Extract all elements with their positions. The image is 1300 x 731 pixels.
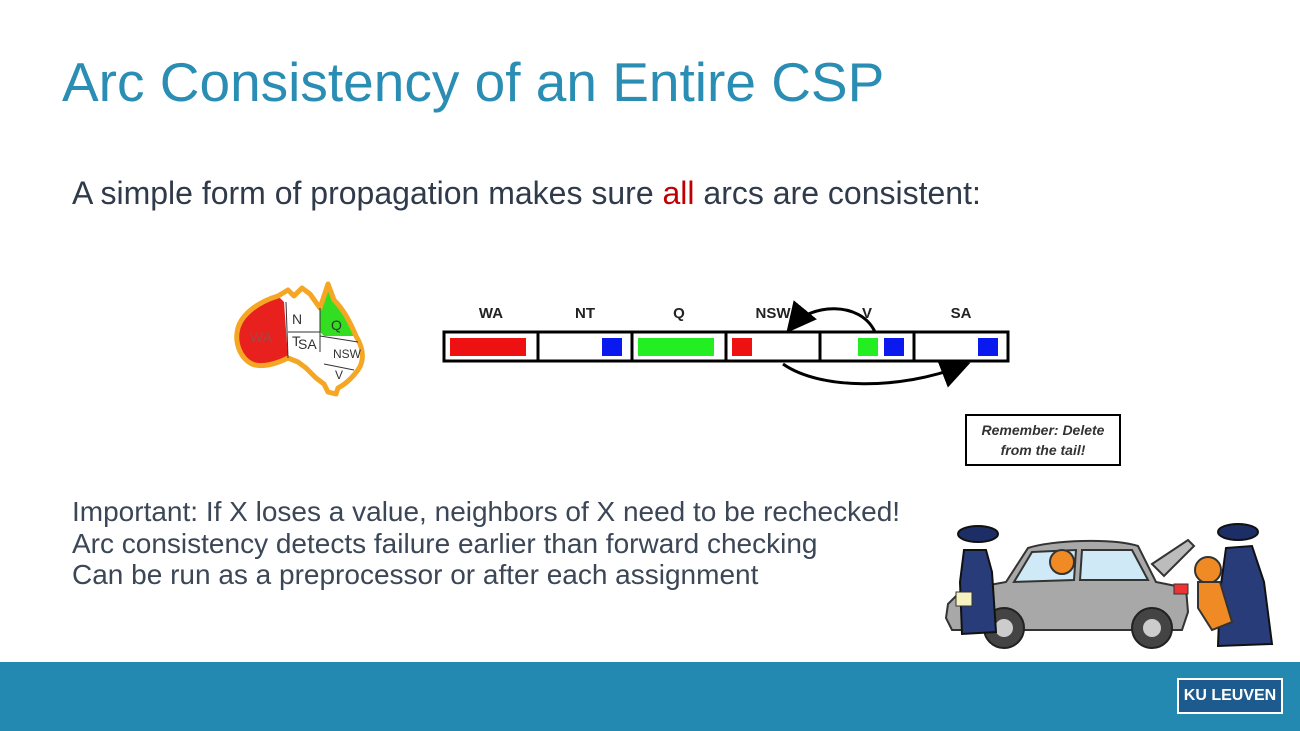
domain-header-sa: SA bbox=[951, 305, 972, 322]
intro-text: A simple form of propagation makes sure … bbox=[72, 175, 981, 212]
police-robot-right bbox=[1216, 544, 1274, 648]
map-label-wa: WA bbox=[250, 329, 273, 345]
car-hood bbox=[1150, 538, 1196, 578]
captured-robot-head bbox=[1194, 556, 1222, 584]
domain-value-red bbox=[732, 338, 752, 356]
arc-v-to-nsw bbox=[786, 300, 877, 333]
intro-before: A simple form of propagation makes sure bbox=[72, 175, 663, 211]
domain-header-wa: WA bbox=[479, 305, 503, 322]
car-window bbox=[1078, 549, 1150, 581]
footer-bar bbox=[0, 662, 1300, 731]
remember-line-1: Remember: Delete bbox=[981, 422, 1105, 438]
domain-value-blue bbox=[884, 338, 904, 356]
bullet-item: Important: If X loses a value, neighbors… bbox=[72, 496, 901, 527]
police-cap-right bbox=[1217, 523, 1259, 541]
remember-note: Remember: Delete from the tail! bbox=[965, 414, 1121, 466]
ku-leuven-logo: KU LEUVEN bbox=[1177, 678, 1283, 714]
robot-police-car-illustration bbox=[944, 523, 1274, 649]
driver-robot-head bbox=[1049, 549, 1075, 575]
captured-robot-body bbox=[1197, 581, 1234, 632]
domain-value-green bbox=[638, 338, 714, 356]
domain-value-blue bbox=[602, 338, 622, 356]
map-label-nt-b: T bbox=[292, 333, 301, 349]
police-robot-left bbox=[958, 549, 998, 636]
slide-title: Arc Consistency of an Entire CSP bbox=[62, 51, 885, 113]
bullet-item: Arc consistency detects failure earlier … bbox=[72, 527, 818, 559]
intro-highlight: all bbox=[662, 175, 695, 211]
notepad-icon bbox=[955, 591, 973, 607]
map-label-nt-a: N bbox=[292, 311, 302, 327]
domain-header-q: Q bbox=[673, 305, 685, 322]
map-label-sa: SA bbox=[298, 336, 317, 352]
map-q-region bbox=[320, 284, 356, 336]
domain-table: WA NT Q NSW V SA bbox=[442, 300, 1010, 388]
car-wheel-hub bbox=[995, 619, 1013, 637]
domain-value-green bbox=[858, 338, 878, 356]
bullet-list: Important: If X loses a value, neighbors… bbox=[72, 496, 900, 591]
map-outline bbox=[234, 281, 365, 397]
map-label-q: Q bbox=[331, 317, 342, 333]
car-light bbox=[1173, 583, 1189, 595]
domain-value-blue bbox=[978, 338, 998, 356]
domain-value-red bbox=[450, 338, 526, 356]
domain-header-nsw: NSW bbox=[756, 305, 792, 322]
police-cap-left bbox=[957, 525, 999, 543]
domain-header-v: V bbox=[862, 305, 872, 322]
car-wheel-hub bbox=[1143, 619, 1161, 637]
remember-line-2: from the tail! bbox=[1000, 442, 1086, 458]
arc-nsw-to-sa bbox=[782, 359, 971, 388]
domain-header-nt: NT bbox=[575, 305, 595, 322]
map-label-nsw: NSW bbox=[333, 347, 362, 361]
map-label-v: V bbox=[335, 368, 343, 382]
australia-map: WA N T SA Q NSW V bbox=[234, 281, 365, 397]
intro-after: arcs are consistent: bbox=[694, 175, 981, 211]
bullet-item: Can be run as a preprocessor or after ea… bbox=[72, 559, 759, 590]
